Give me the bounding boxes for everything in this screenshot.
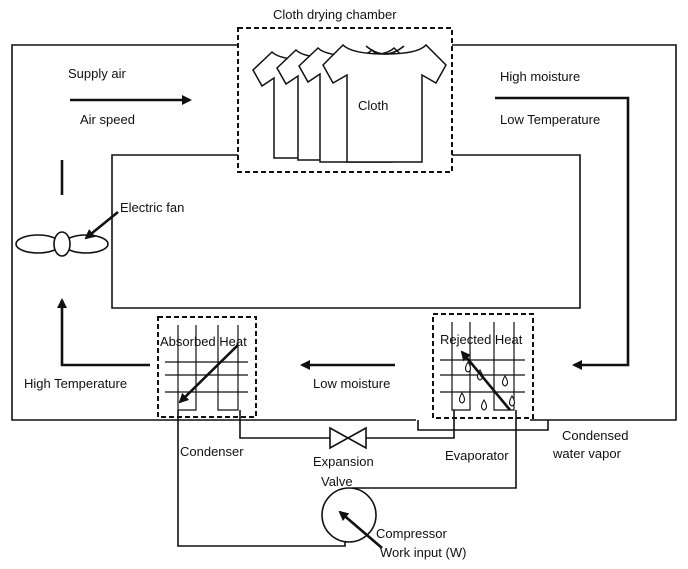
expansion-valve-icon: [329, 426, 367, 450]
cloth-label: Cloth: [358, 98, 388, 113]
fan-pointer-arrow: [84, 210, 119, 240]
supply-air-label: Supply air: [68, 66, 126, 81]
water-vapor-label: water vapor: [552, 446, 622, 461]
work-input-label: Work input (W): [380, 545, 466, 560]
condensed-label: Condensed: [562, 428, 629, 443]
condenser-heat-arrow: [178, 344, 239, 404]
outer-duct: [11, 44, 677, 421]
absorbed-heat-label: Absorbed Heat: [160, 334, 247, 349]
low-moisture-label: Low moisture: [313, 376, 390, 391]
cloth-shirts: [252, 43, 447, 163]
high-moisture-label: High moisture: [500, 69, 580, 84]
valve-label: Valve: [321, 474, 353, 489]
return-air-arrow: [495, 96, 630, 370]
condensate-tray: [417, 420, 549, 431]
air-speed-label: Air speed: [80, 112, 135, 127]
chamber-label: Cloth drying chamber: [273, 7, 397, 22]
high-temperature-label: High Temperature: [24, 376, 127, 391]
low-temperature-label: Low Temperature: [500, 112, 600, 127]
inner-duct: [111, 154, 581, 309]
high-temp-arrow: [57, 298, 150, 367]
electric-fan-label: Electric fan: [120, 200, 184, 215]
evaporator-label: Evaporator: [445, 448, 509, 463]
liquid-line: [239, 410, 455, 439]
suction-line: [352, 410, 517, 489]
water-droplets: [458, 360, 516, 411]
electric-fan-icon: [15, 231, 109, 257]
compressor-work-arrow: [338, 510, 383, 549]
rejected-heat-label: Rejected Heat: [440, 332, 523, 347]
discharge-line: [177, 410, 346, 547]
compressor-icon: [321, 487, 377, 543]
evaporator-box: [432, 313, 534, 419]
cloth-chamber: [237, 27, 453, 173]
compressor-label: Compressor: [376, 526, 447, 541]
expansion-label: Expansion: [313, 454, 374, 469]
condenser-label: Condenser: [180, 444, 244, 459]
evaporator-heat-arrow: [460, 350, 512, 411]
condenser-box: [157, 316, 257, 418]
